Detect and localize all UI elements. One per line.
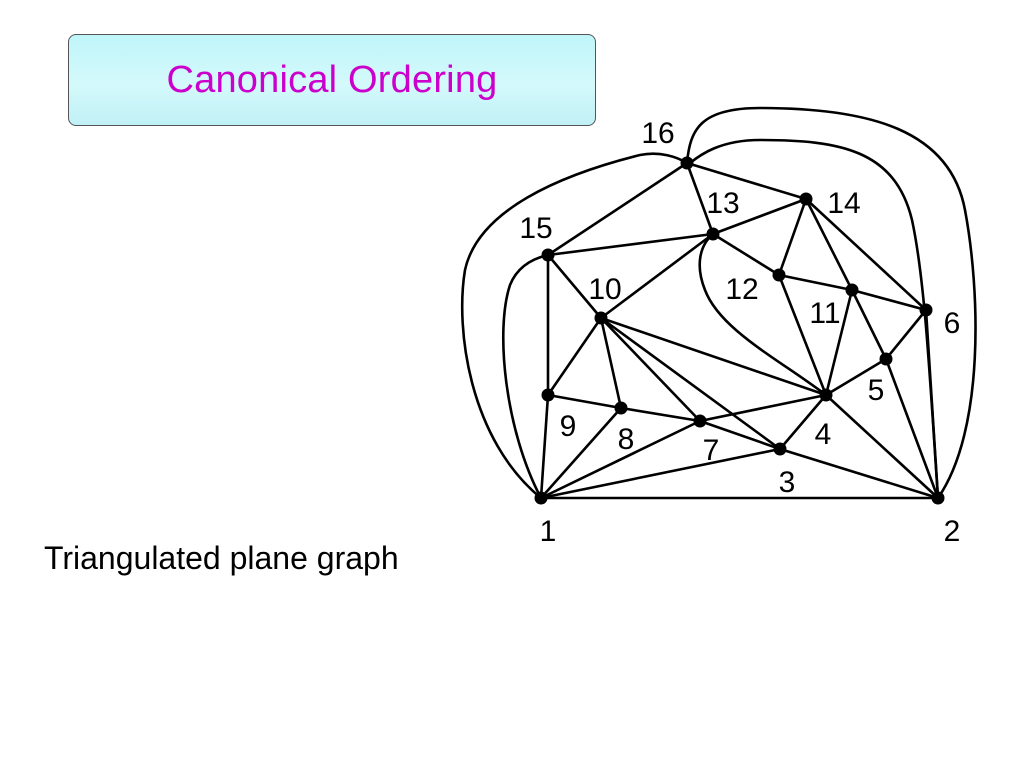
- vertex-11: [845, 283, 859, 297]
- vertex-label-4: 4: [815, 418, 832, 451]
- edge-1-9: [539, 393, 550, 500]
- edge-7-8: [619, 406, 702, 423]
- edge-4-10: [599, 316, 828, 397]
- vertex-12: [772, 268, 786, 282]
- edge-4-13: [698, 232, 828, 397]
- edge-11-12: [777, 273, 854, 292]
- edge-13-16: [685, 161, 715, 236]
- edge-13-15: [546, 232, 715, 257]
- title-box: Canonical Ordering: [68, 34, 596, 126]
- edge-1-3: [539, 447, 782, 500]
- vertex-14: [799, 192, 813, 206]
- edge-1-7: [539, 419, 702, 500]
- edge-11-14: [804, 197, 854, 292]
- edge-layer: [460, 106, 977, 500]
- vertex-10: [594, 311, 608, 325]
- edge-5-11: [850, 288, 888, 361]
- vertex-label-1: 1: [540, 515, 557, 548]
- edge-2-16: [685, 106, 977, 500]
- edge-2-13: [688, 138, 940, 500]
- edge-3-7: [698, 419, 782, 451]
- edge-13-14: [711, 197, 808, 236]
- vertex-label-6: 6: [944, 307, 961, 340]
- edge-5-6: [884, 308, 928, 361]
- vertex-label-13: 13: [706, 187, 739, 220]
- graph-caption: Triangulated plane graph: [44, 540, 399, 576]
- vertex-label-3: 3: [779, 466, 796, 499]
- vertex-label-7: 7: [703, 434, 720, 467]
- edge-1-16: [460, 152, 689, 500]
- vertex-layer: [534, 156, 945, 505]
- edge-3-4: [778, 393, 828, 451]
- vertex-4: [819, 388, 833, 402]
- vertex-label-16: 16: [641, 117, 674, 150]
- edge-14-16: [685, 161, 808, 201]
- vertex-16: [680, 156, 694, 170]
- vertex-15: [541, 248, 555, 262]
- vertex-label-9: 9: [560, 410, 577, 443]
- edge-2-4: [824, 393, 940, 500]
- slide-title: Canonical Ordering: [166, 58, 498, 101]
- vertex-8: [614, 401, 628, 415]
- edge-12-14: [777, 197, 808, 277]
- edge-4-7: [698, 393, 828, 423]
- edge-7-10: [599, 316, 702, 423]
- edge-1-8: [539, 406, 623, 500]
- vertex-label-8: 8: [618, 423, 635, 456]
- edge-4-5: [824, 357, 888, 397]
- vertex-label-14: 14: [827, 187, 860, 220]
- edge-4-11: [824, 288, 854, 397]
- edge-12-13: [711, 232, 781, 277]
- vertex-label-5: 5: [868, 374, 885, 407]
- edge-6-14: [804, 197, 928, 312]
- vertex-label-15: 15: [519, 212, 552, 245]
- vertex-label-11: 11: [809, 297, 840, 330]
- vertex-label-10: 10: [588, 273, 621, 306]
- edge-2-3: [778, 447, 940, 500]
- edge-6-11: [850, 288, 928, 312]
- vertex-2: [931, 491, 945, 505]
- vertex-7: [693, 414, 707, 428]
- edge-10-13: [599, 232, 715, 320]
- edge-8-10: [599, 316, 623, 410]
- vertex-1: [534, 491, 548, 505]
- edge-15-16: [546, 161, 689, 257]
- edge-2-5: [884, 357, 940, 500]
- vertex-label-2: 2: [944, 515, 961, 548]
- vertex-5: [879, 352, 893, 366]
- vertex-9: [541, 388, 555, 402]
- edge-10-15: [546, 253, 603, 320]
- vertex-13: [706, 227, 720, 241]
- edge-9-10: [546, 316, 603, 397]
- vertex-label-12: 12: [725, 273, 758, 306]
- edge-3-10: [599, 316, 782, 451]
- edge-1-15: [502, 253, 550, 500]
- edge-4-12: [777, 273, 828, 397]
- vertex-3: [773, 442, 787, 456]
- vertex-6: [919, 303, 933, 317]
- edge-8-9: [546, 393, 623, 410]
